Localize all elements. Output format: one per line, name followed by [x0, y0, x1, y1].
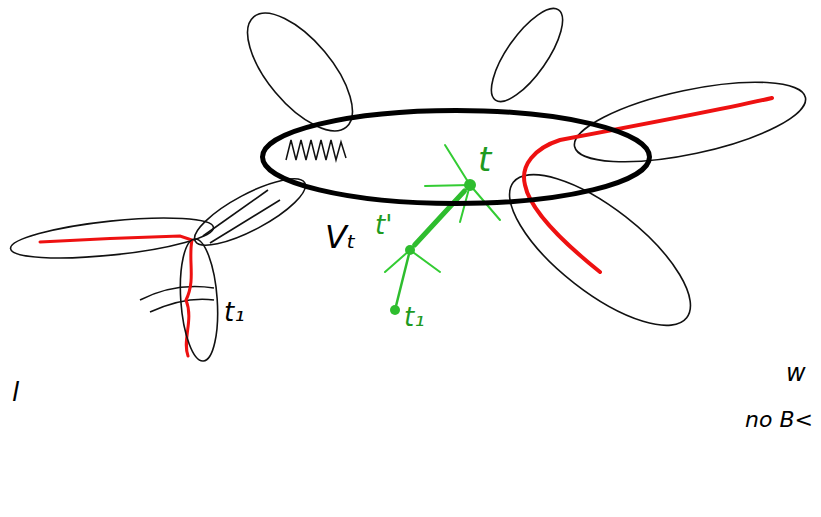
dot-shape	[390, 305, 400, 315]
dot-shape	[464, 179, 476, 191]
tree-edge	[415, 191, 465, 245]
note-label: l	[12, 378, 19, 407]
red-paths	[40, 98, 772, 356]
petal-bags	[9, 0, 812, 351]
dot-shape	[405, 245, 415, 255]
tree-node-dot: t'	[405, 245, 415, 255]
node-label: Vₜ	[325, 220, 356, 255]
tree-edge	[396, 255, 409, 305]
bag-ellipse: Vₜ	[260, 108, 652, 206]
tree-node-dot: t₁	[390, 305, 400, 315]
node-label: t₁	[224, 298, 245, 327]
dot-shape	[405, 245, 415, 255]
tree-node-dot: t	[464, 179, 476, 191]
note-label: no B<	[745, 408, 813, 432]
ellipse-outline	[180, 238, 218, 362]
dot-shape	[464, 179, 476, 191]
node-label: t₁	[404, 303, 425, 332]
ellipse-outline	[177, 238, 222, 363]
bag-ellipse: t₁	[180, 238, 218, 362]
note-label: w	[786, 360, 806, 386]
hatch-zigzag	[286, 140, 346, 160]
dot-shape	[390, 305, 400, 315]
node-label: t	[478, 141, 491, 178]
ellipse-outline	[263, 111, 650, 204]
ellipse-outline	[260, 108, 652, 206]
node-label: t'	[375, 211, 392, 240]
